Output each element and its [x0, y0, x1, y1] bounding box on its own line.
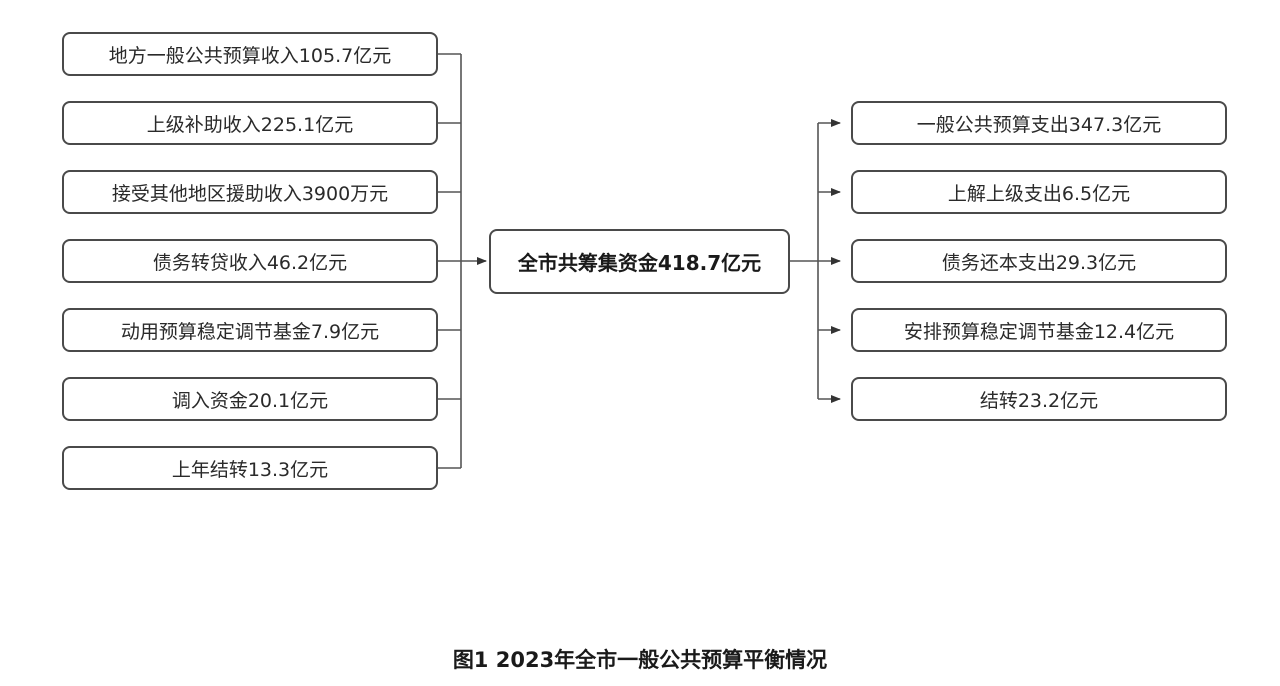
source-box-prior-year-carryover: 上年结转13.3亿元	[62, 446, 438, 490]
use-box-carryforward: 结转23.2亿元	[851, 377, 1227, 421]
figure-caption: 图1 2023年全市一般公共预算平衡情况	[452, 648, 828, 672]
source-box-superior-subsidy: 上级补助收入225.1亿元	[62, 101, 438, 145]
source-box-local-budget-revenue: 地方一般公共预算收入105.7亿元	[62, 32, 438, 76]
use-box-public-expenditure: 一般公共预算支出347.3亿元	[851, 101, 1227, 145]
source-box-transferred-funds: 调入资金20.1亿元	[62, 377, 438, 421]
total-funds-box: 全市共筹集资金418.7亿元	[489, 229, 790, 294]
source-box-stabilization-fund-use: 动用预算稳定调节基金7.9亿元	[62, 308, 438, 352]
use-box-debt-principal: 债务还本支出29.3亿元	[851, 239, 1227, 283]
use-box-stabilization-fund-arrangement: 安排预算稳定调节基金12.4亿元	[851, 308, 1227, 352]
source-box-debt-transfer: 债务转贷收入46.2亿元	[62, 239, 438, 283]
source-box-regional-aid: 接受其他地区援助收入3900万元	[62, 170, 438, 214]
use-box-remit-to-superior: 上解上级支出6.5亿元	[851, 170, 1227, 214]
